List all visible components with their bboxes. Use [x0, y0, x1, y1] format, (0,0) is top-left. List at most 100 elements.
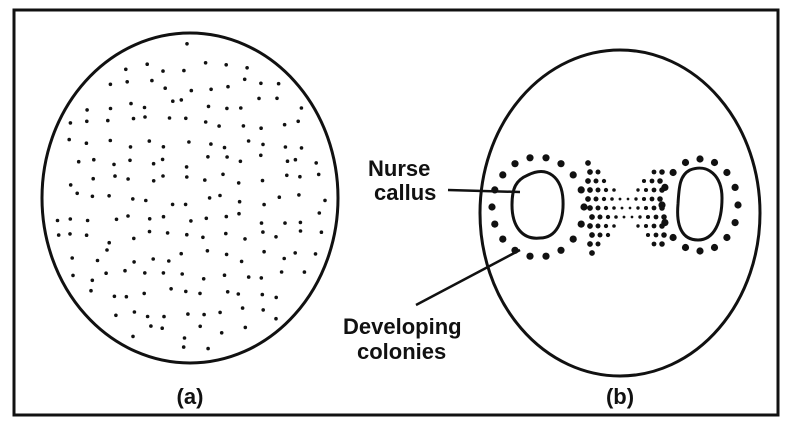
- cell-dot: [261, 143, 265, 147]
- cell-dot: [142, 292, 146, 296]
- gradient-dot: [657, 196, 663, 202]
- cell-dot: [148, 230, 152, 234]
- cell-dot: [204, 120, 208, 124]
- cell-dot: [184, 203, 188, 207]
- cell-dot: [56, 219, 60, 223]
- colony-dot: [491, 221, 498, 228]
- colony-dot: [578, 221, 585, 228]
- cell-dot: [69, 183, 73, 187]
- gradient-dot: [638, 215, 641, 218]
- cell-dot: [204, 61, 208, 65]
- developing-colonies-left: [488, 154, 587, 260]
- cell-dot: [239, 106, 243, 110]
- colony-dot: [526, 154, 533, 161]
- cell-dot: [245, 66, 249, 70]
- gradient-dot: [595, 187, 600, 192]
- gradient-dot: [593, 178, 598, 183]
- cell-dot: [314, 252, 318, 256]
- cell-dot: [262, 250, 266, 254]
- colony-dot: [499, 236, 506, 243]
- cell-dot: [275, 97, 279, 101]
- cell-dot: [143, 271, 147, 275]
- cell-dot: [126, 177, 130, 181]
- gradient-dot: [659, 241, 665, 247]
- cell-dot: [209, 142, 213, 146]
- cell-dot: [104, 271, 108, 275]
- cell-dot: [109, 107, 113, 111]
- cell-dot: [259, 82, 263, 86]
- cell-dot: [260, 276, 264, 280]
- colony-dot: [542, 253, 549, 260]
- cell-dot: [286, 159, 290, 163]
- colony-dot: [557, 160, 564, 167]
- cell-dot: [146, 315, 150, 319]
- gradient-dot: [602, 179, 606, 183]
- colony-dot: [682, 244, 689, 251]
- cell-dot: [198, 292, 202, 296]
- gradient-dot: [595, 205, 600, 210]
- gradient-dot: [644, 206, 648, 210]
- cell-dot: [243, 237, 247, 241]
- cell-dot: [85, 141, 89, 145]
- colony-dot: [542, 154, 549, 161]
- colony-dot: [526, 253, 533, 260]
- cell-dot: [284, 145, 288, 149]
- gradient-dot: [602, 197, 606, 201]
- cell-dot: [128, 159, 132, 163]
- cell-dot: [186, 312, 190, 316]
- cell-dot: [148, 139, 152, 143]
- cell-dot: [241, 306, 245, 310]
- cell-dot: [91, 279, 95, 283]
- colony-dot: [732, 219, 739, 226]
- gradient-dot: [652, 188, 657, 193]
- cell-dot: [113, 295, 117, 299]
- cell-dot: [202, 277, 206, 281]
- cell-dot: [226, 85, 230, 89]
- gradient-dot: [604, 188, 608, 192]
- cell-dot: [144, 199, 148, 203]
- cell-dot: [125, 80, 129, 84]
- gradient-dot: [612, 206, 616, 210]
- colony-dot: [682, 159, 689, 166]
- cell-dot: [261, 179, 265, 183]
- cell-dot: [132, 237, 136, 241]
- gradient-dot: [642, 179, 646, 183]
- gradient-dot: [659, 169, 665, 175]
- cell-dot: [300, 146, 304, 150]
- cell-dot: [238, 200, 242, 204]
- cell-dot: [208, 196, 212, 200]
- cell-dot: [285, 174, 289, 178]
- cell-dot: [131, 335, 135, 339]
- cell-dot: [247, 139, 251, 143]
- cell-dot: [69, 217, 73, 221]
- cell-dot: [221, 173, 225, 177]
- label-developing-colonies-line2: colonies: [357, 339, 446, 364]
- cell-dot: [152, 179, 156, 183]
- nurse-callus-right: [678, 168, 722, 240]
- cell-dot: [124, 68, 128, 72]
- colony-dot: [696, 155, 703, 162]
- cell-dot: [149, 324, 153, 328]
- cell-dot: [85, 108, 89, 112]
- cell-dot: [171, 99, 175, 103]
- cell-dot: [202, 313, 206, 317]
- cell-dot: [131, 197, 135, 201]
- cell-dot: [161, 174, 165, 178]
- colony-dot: [734, 201, 741, 208]
- gradient-dot: [612, 224, 616, 228]
- gradient-dot: [646, 233, 650, 237]
- cell-dot: [206, 249, 210, 253]
- gradient-dot: [657, 178, 663, 184]
- colony-dot: [732, 184, 739, 191]
- gradient-dot: [636, 224, 639, 227]
- nurse-callus-pointer: [448, 190, 520, 192]
- cell-dot: [300, 106, 304, 110]
- cell-dot: [189, 219, 193, 223]
- cell-dot: [167, 259, 171, 263]
- cell-dot: [198, 325, 202, 329]
- colony-dot: [557, 247, 564, 254]
- gradient-dot: [634, 197, 637, 200]
- cell-dot: [280, 270, 284, 274]
- cell-dot: [209, 88, 213, 92]
- gradient-dot: [650, 197, 655, 202]
